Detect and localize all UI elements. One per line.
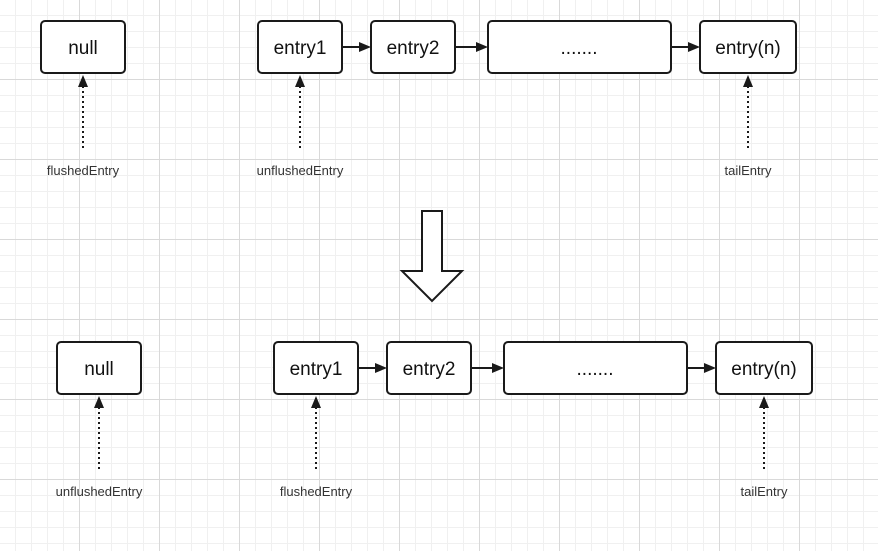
after-entry1-label: entry1 (290, 359, 343, 380)
before-entry1-node: entry1 (257, 20, 343, 74)
before-tail-pointer: tailEntry (725, 75, 772, 178)
before-entry-n-label: entry(n) (715, 38, 780, 59)
before-entry2-label: entry2 (387, 38, 440, 59)
after-edge-entry1-entry2 (358, 363, 387, 373)
after-flushed-pointer: flushedEntry (280, 396, 353, 499)
after-state: null entry1 entry2 ....... entry(n) (56, 341, 813, 499)
before-state: null entry1 entry2 ....... entry(n) (40, 20, 797, 178)
after-entry2-node: entry2 (386, 341, 472, 395)
after-ellipsis-node: ....... (503, 341, 688, 395)
before-unflushed-pointer: unflushedEntry (257, 75, 344, 178)
after-edge-entry2-ellipsis (471, 363, 504, 373)
before-edge-entry1-entry2 (342, 42, 371, 52)
before-entry1-label: entry1 (274, 38, 327, 59)
after-entry1-node: entry1 (273, 341, 359, 395)
before-flushed-pointer: flushedEntry (47, 75, 120, 178)
after-entry-n-node: entry(n) (715, 341, 813, 395)
after-tail-pointer: tailEntry (741, 396, 788, 499)
before-null-node: null (40, 20, 126, 74)
after-entry-n-label: entry(n) (731, 359, 796, 380)
after-tail-label: tailEntry (741, 484, 788, 499)
before-ellipsis-node: ....... (487, 20, 672, 74)
transition-down-arrow (399, 210, 465, 303)
after-null-label: null (84, 359, 114, 380)
after-unflushed-label: unflushedEntry (56, 484, 143, 499)
after-ellipsis-label: ....... (577, 359, 614, 380)
after-entry2-label: entry2 (403, 359, 456, 380)
after-unflushed-pointer: unflushedEntry (56, 396, 143, 499)
after-null-node: null (56, 341, 142, 395)
before-flushed-label: flushedEntry (47, 163, 120, 178)
before-tail-label: tailEntry (725, 163, 772, 178)
after-flushed-label: flushedEntry (280, 484, 353, 499)
before-null-label: null (68, 38, 98, 59)
before-ellipsis-label: ....... (561, 38, 598, 59)
after-edge-ellipsis-entry-n (687, 363, 716, 373)
before-entry-n-node: entry(n) (699, 20, 797, 74)
before-unflushed-label: unflushedEntry (257, 163, 344, 178)
before-edge-ellipsis-entry-n (671, 42, 700, 52)
before-entry2-node: entry2 (370, 20, 456, 74)
before-edge-entry2-ellipsis (455, 42, 488, 52)
